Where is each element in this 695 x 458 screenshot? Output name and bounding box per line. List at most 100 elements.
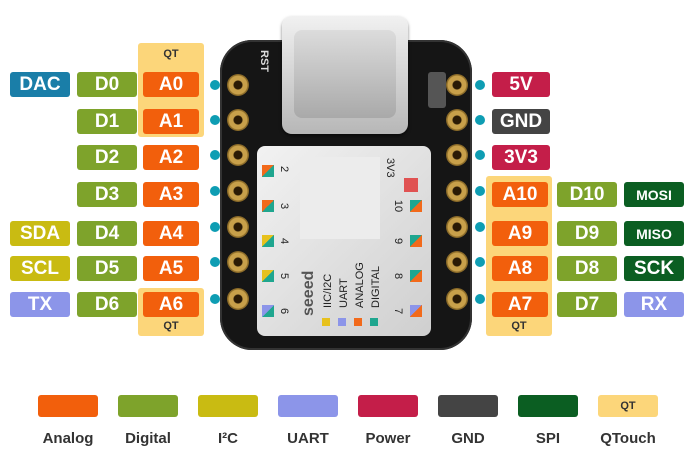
dot-right-0	[475, 80, 485, 90]
rst-label: RST	[258, 50, 270, 72]
led-indicator	[428, 72, 446, 108]
label-a6: A6	[143, 292, 199, 317]
label-tx: TX	[10, 292, 70, 317]
label-rx: RX	[624, 292, 684, 317]
legend-swatch-uart	[338, 318, 346, 326]
pad-left-1	[227, 109, 249, 131]
legend-swatch-i2c	[322, 318, 330, 326]
dot-right-4	[475, 222, 485, 232]
pin-number-2: 2	[278, 165, 291, 173]
pad-right-6	[446, 288, 468, 310]
legend-swatch-spi-key	[518, 395, 578, 417]
legend-uart: UART	[287, 430, 329, 447]
legend-swatch-i2c-key	[198, 395, 258, 417]
legend-digital: Digital	[125, 430, 171, 447]
pad-left-3	[227, 180, 249, 202]
pad-right-2	[446, 144, 468, 166]
label-a4: A4	[143, 221, 199, 246]
label-miso: MISO	[624, 221, 684, 246]
shield-window	[300, 157, 380, 239]
label-d0: D0	[77, 72, 137, 97]
dot-left-4	[210, 222, 220, 232]
label-5v: 5V	[492, 72, 550, 97]
usb-c-connector	[282, 16, 408, 134]
label-d3: D3	[77, 182, 137, 207]
legend-power: Power	[365, 430, 411, 447]
silk-legend-i2c: IIC/I2C	[322, 273, 334, 308]
pad-right-5	[446, 251, 468, 273]
pin-marker-2	[262, 165, 274, 177]
pad-right-4	[446, 216, 468, 238]
label-dac: DAC	[10, 72, 70, 97]
pin-marker-9	[410, 235, 422, 247]
pin-3v3-marker	[404, 178, 418, 192]
label-d9: D9	[557, 221, 617, 246]
label-a3: A3	[143, 182, 199, 207]
legend-i2c: I²C	[218, 430, 238, 447]
pin-marker-7	[410, 305, 422, 317]
label-d8: D8	[557, 256, 617, 281]
pin-number-8: 8	[392, 272, 405, 280]
label-a2: A2	[143, 145, 199, 170]
pin-marker-6	[262, 305, 274, 317]
dot-right-3	[475, 186, 485, 196]
label-sck: SCK	[624, 256, 684, 281]
dot-right-5	[475, 257, 485, 267]
label-d1: D1	[77, 109, 137, 134]
label-a8: A8	[492, 256, 548, 281]
pad-left-5	[227, 251, 249, 273]
pin-number-5: 5	[278, 272, 291, 280]
pin-marker-8	[410, 270, 422, 282]
pad-right-3	[446, 180, 468, 202]
pad-left-2	[227, 144, 249, 166]
label-a1: A1	[143, 109, 199, 134]
board-3v3-label: 3V3	[384, 158, 396, 178]
pin-marker-5	[262, 270, 274, 282]
qt-label-left-top: QT	[163, 48, 179, 60]
brand-logo: seeed	[300, 270, 317, 316]
pad-left-4	[227, 216, 249, 238]
pad-left-0	[227, 74, 249, 96]
label-d6: D6	[77, 292, 137, 317]
label-a5: A5	[143, 256, 199, 281]
label-d7: D7	[557, 292, 617, 317]
label-scl: SCL	[10, 256, 70, 281]
pin-number-9: 9	[392, 237, 405, 245]
label-a7: A7	[492, 292, 548, 317]
dot-left-6	[210, 294, 220, 304]
legend-swatch-digital-key	[118, 395, 178, 417]
pad-right-0	[446, 74, 468, 96]
legend-swatch-analog-key	[38, 395, 98, 417]
label-d2: D2	[77, 145, 137, 170]
pin-number-3: 3	[278, 202, 291, 210]
qt-label-right: QT	[511, 320, 527, 332]
label-mosi: MOSI	[624, 182, 684, 207]
legend-gnd: GND	[451, 430, 485, 447]
label-d10: D10	[557, 182, 617, 207]
pin-number-7: 7	[392, 307, 405, 315]
dot-left-2	[210, 150, 220, 160]
dot-left-0	[210, 80, 220, 90]
label-d4: D4	[77, 221, 137, 246]
legend-swatch-analog	[354, 318, 362, 326]
dot-left-1	[210, 115, 220, 125]
pad-left-6	[227, 288, 249, 310]
qt-label-left-bottom: QT	[163, 320, 179, 332]
label-3v3: 3V3	[492, 145, 550, 170]
legend-swatch-uart-key	[278, 395, 338, 417]
label-gnd: GND	[492, 109, 550, 134]
silk-legend-uart: UART	[338, 278, 350, 308]
pin-marker-3	[262, 200, 274, 212]
legend-analog: Analog	[42, 430, 94, 447]
legend-swatch-power-key	[358, 395, 418, 417]
legend-spi: SPI	[535, 430, 561, 447]
label-d5: D5	[77, 256, 137, 281]
dot-left-3	[210, 186, 220, 196]
dot-left-5	[210, 257, 220, 267]
dot-right-2	[475, 150, 485, 160]
label-a10: A10	[492, 182, 548, 207]
pin-number-4: 4	[278, 237, 291, 245]
label-a9: A9	[492, 221, 548, 246]
legend-qtouch: QTouch	[600, 430, 656, 447]
dot-right-6	[475, 294, 485, 304]
